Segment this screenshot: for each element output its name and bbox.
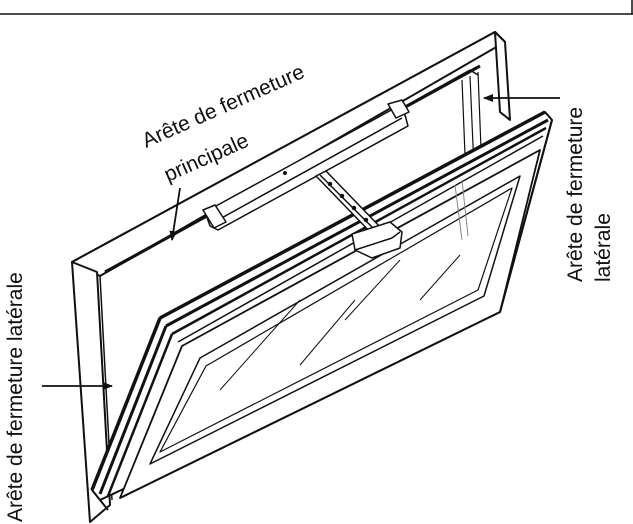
arrow-main-edge bbox=[169, 187, 181, 241]
label-right-line2: latérale bbox=[592, 213, 615, 282]
label-left: Arête de fermeture latérale bbox=[4, 272, 27, 522]
svg-text:Arête de fermeture latérale: Arête de fermeture latérale bbox=[4, 272, 27, 522]
sash bbox=[90, 110, 553, 511]
svg-text:latérale: latérale bbox=[592, 213, 615, 282]
svg-text:Arête de fermeture: Arête de fermeture bbox=[564, 107, 587, 282]
label-left-closing-edge: Arête de fermeture latérale bbox=[4, 272, 113, 522]
label-right-line1: Arête de fermeture bbox=[564, 107, 587, 282]
label-right-closing-edge: Arête de fermeture latérale bbox=[483, 94, 615, 282]
tilt-stay-mechanism bbox=[202, 99, 410, 259]
